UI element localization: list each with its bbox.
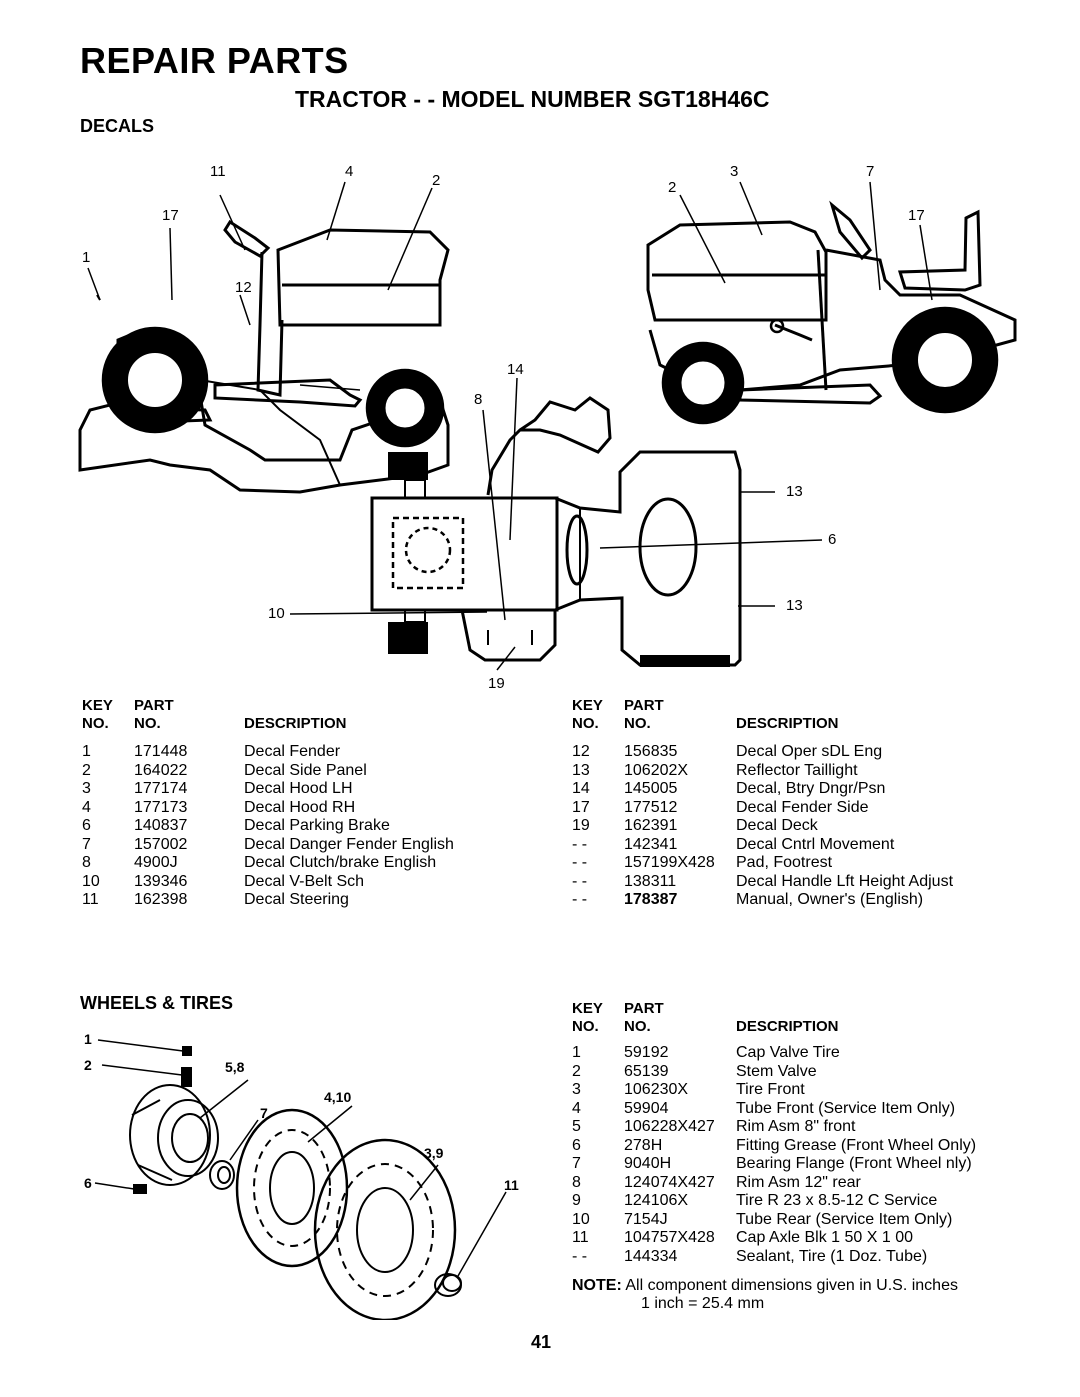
- callout-3-9: 3,9: [424, 1145, 444, 1161]
- valve-stem: [181, 1067, 192, 1087]
- tractor-right-view: [646, 200, 1017, 425]
- callout-13-bottom: 13: [786, 597, 803, 614]
- tractor-left-view: [78, 219, 450, 494]
- header-description: DESCRIPTION: [736, 1018, 839, 1035]
- callout-7: 7: [866, 163, 874, 180]
- callout-19: 19: [488, 675, 505, 692]
- page-number: 41: [531, 1332, 552, 1352]
- front-rim: [129, 1084, 219, 1186]
- callout-10: 10: [268, 605, 285, 622]
- axle-cap: [434, 1273, 462, 1297]
- note-label: NOTE:: [572, 1277, 622, 1294]
- decals-heading: DECALS: [80, 116, 155, 136]
- header-description: DESCRIPTION: [244, 715, 347, 732]
- callout-2: 2: [432, 172, 440, 189]
- bearing-flange: [209, 1160, 235, 1190]
- callout-17-right: 17: [908, 207, 925, 224]
- model-subtitle: TRACTOR - - MODEL NUMBER SGT18H46C: [295, 86, 770, 112]
- decals-diagram: 11 4 2 17 1 12 3 7 2 17 14 8 13 6 13 10 …: [78, 163, 1017, 692]
- dimension-note: NOTE: All component dimensions given in …: [572, 1277, 958, 1313]
- note-line-1: All component dimensions given in U.S. i…: [625, 1277, 958, 1294]
- rear-tire: [313, 1138, 457, 1320]
- callout-1: 1: [82, 249, 90, 266]
- grease-fitting: [133, 1184, 147, 1194]
- callout-3: 3: [730, 163, 738, 180]
- callout-11: 11: [504, 1177, 519, 1193]
- callout-7: 7: [260, 1105, 268, 1121]
- callout-14: 14: [507, 361, 524, 378]
- wheels-diagram: 1 2 5,8 4,10 7 3,9 6 11: [84, 1031, 519, 1320]
- valve-cap: [182, 1046, 192, 1056]
- callout-6: 6: [828, 531, 836, 548]
- callout-4-10: 4,10: [324, 1089, 351, 1105]
- callout-2-right: 2: [668, 179, 676, 196]
- callout-6: 6: [84, 1175, 92, 1191]
- page-title: REPAIR PARTS: [80, 40, 349, 81]
- callout-5-8: 5,8: [225, 1059, 245, 1075]
- callout-17: 17: [162, 207, 179, 224]
- callout-2: 2: [84, 1057, 92, 1073]
- callout-1: 1: [84, 1031, 92, 1047]
- callout-4: 4: [345, 163, 353, 180]
- front-tire: [235, 1108, 349, 1268]
- callout-12: 12: [235, 279, 252, 296]
- callout-13-top: 13: [786, 483, 803, 500]
- header-description: DESCRIPTION: [736, 715, 839, 732]
- tractor-top-view: [370, 396, 742, 667]
- callout-8: 8: [474, 391, 482, 408]
- callout-11: 11: [210, 163, 226, 180]
- wheels-tires-heading: WHEELS & TIRES: [80, 993, 234, 1013]
- note-line-2: 1 inch = 25.4 mm: [641, 1295, 765, 1312]
